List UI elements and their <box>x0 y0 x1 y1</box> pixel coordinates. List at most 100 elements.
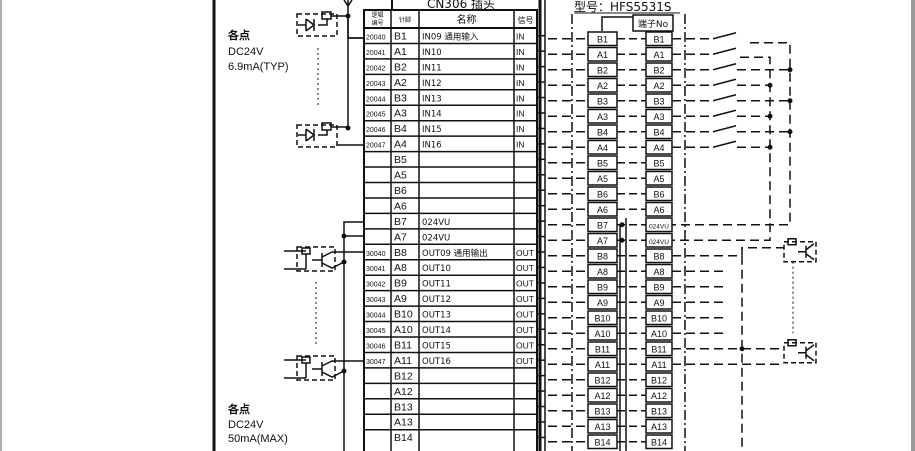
logic-number: 30043 <box>366 297 386 304</box>
terminal-right <box>645 387 673 403</box>
logic-number: 30040 <box>366 251 386 258</box>
terminal-left-label: B8 <box>597 252 608 262</box>
table-row: A6 <box>364 197 545 212</box>
terminal-left-label: B6 <box>597 190 608 200</box>
signal-name: OUT09 通用输出 <box>422 248 488 259</box>
logic-number: 20045 <box>366 112 386 119</box>
terminal-pair: A8 A8 <box>548 263 673 279</box>
terminal-left-label: B14 <box>594 438 610 448</box>
pin-label: B9 <box>394 278 407 290</box>
terminal-right-label: B12 <box>651 376 667 386</box>
terminal-left-label: A10 <box>594 329 610 339</box>
signal-type: OUT <box>516 248 534 258</box>
terminal-left-label: B9 <box>597 283 608 293</box>
pin-label: A5 <box>394 170 407 182</box>
table-row: B14 <box>364 428 545 444</box>
signal-type: OUT <box>516 340 534 350</box>
pin-label: A4 <box>394 139 407 151</box>
junction-dot <box>341 368 347 374</box>
logic-number: 30047 <box>366 359 386 366</box>
terminal-right <box>645 170 673 186</box>
pin-label: A7 <box>394 231 407 243</box>
header-signal: 信号 <box>518 15 534 25</box>
output-optocoupler-icon <box>284 246 364 272</box>
signal-name: OUT14 <box>422 326 451 336</box>
pin-label: B3 <box>394 92 407 104</box>
output-optocoupler-icon <box>284 355 364 381</box>
switch-icon <box>712 63 737 71</box>
signal-name: IN16 <box>422 141 442 151</box>
header-name: 名称 <box>457 13 477 26</box>
load-relay-icon <box>783 339 817 364</box>
terminal-right-label: B9 <box>653 283 664 293</box>
terminal-right-label: B6 <box>653 190 664 200</box>
terminal-left-label: A4 <box>597 143 608 153</box>
logic-number: 20041 <box>366 50 386 57</box>
pin-label: A9 <box>394 293 407 305</box>
signal-type: IN <box>516 62 525 72</box>
terminal-right-label: B8 <box>653 252 664 262</box>
terminal-right-label: A11 <box>651 360 666 370</box>
input-optocoupler-icon <box>296 122 364 148</box>
terminal-right <box>645 186 673 202</box>
terminal-left-label: B12 <box>594 376 610 386</box>
pin-label: B4 <box>394 123 407 135</box>
connector-title: CN306 插头 <box>427 0 495 11</box>
terminal-left-label: A7 <box>597 236 608 246</box>
terminal-left-label: B5 <box>597 159 608 169</box>
vertical-scrollbar[interactable] <box>911 0 915 451</box>
page-left-edge <box>0 0 2 451</box>
common-wire-b <box>672 42 791 226</box>
terminal-left-label: A8 <box>597 267 608 277</box>
junction-dot <box>787 67 793 73</box>
terminal-right-label: A2 <box>653 81 664 91</box>
signal-type: IN <box>516 140 525 150</box>
terminal-right-label: A9 <box>653 298 664 308</box>
signal-type: IN <box>516 47 525 57</box>
terminal-left-label: A9 <box>597 298 608 308</box>
terminal-pair: B9 B9 <box>548 279 673 295</box>
common-wire-a <box>672 56 771 241</box>
pin-label: A2 <box>394 77 407 89</box>
switch-icon <box>712 94 737 102</box>
signal-type: IN <box>516 78 525 88</box>
logic-number: 20046 <box>366 127 386 134</box>
logic-number: 30046 <box>366 343 386 350</box>
logic-number: 20047 <box>366 143 386 150</box>
terminal-right <box>645 434 673 450</box>
terminal-right-label: A12 <box>651 391 667 401</box>
terminal-right-label: A8 <box>653 267 664 277</box>
terminal-bracket <box>601 16 633 31</box>
junction-dot <box>345 125 351 131</box>
terminal-left-label: B4 <box>597 128 608 138</box>
signal-name: OUT12 <box>422 295 451 305</box>
pin-label: A11 <box>394 355 412 367</box>
terminal-right-label: 024VU <box>649 224 669 231</box>
terminal-header-box <box>632 14 674 32</box>
input-caption-line1: 各点 <box>227 28 250 42</box>
terminal-left-label: B3 <box>597 97 608 107</box>
terminal-model-label: 型号：HFS5531S <box>574 0 672 14</box>
